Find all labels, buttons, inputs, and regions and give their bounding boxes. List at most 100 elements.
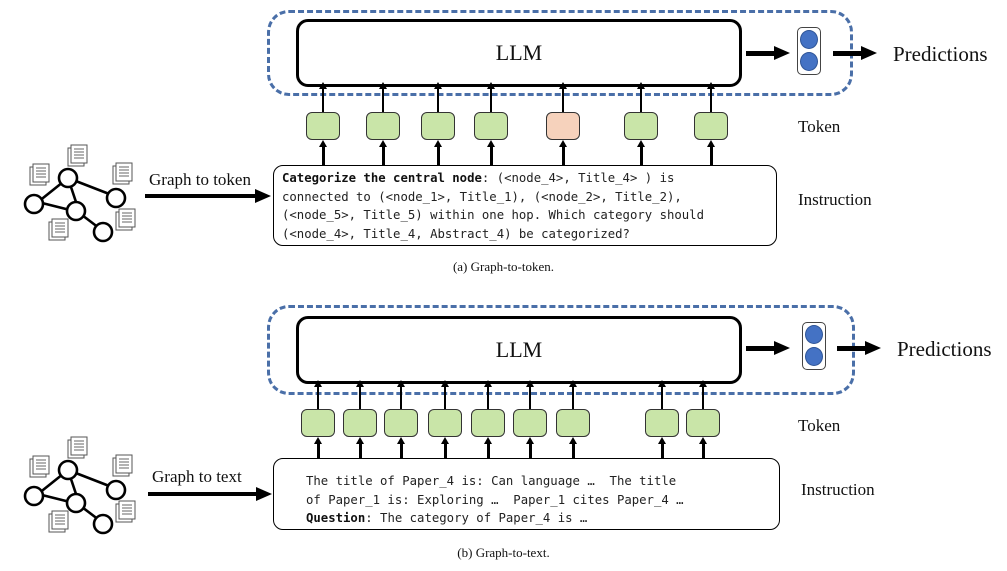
graph-to-token-label: Graph to token [149,170,251,189]
instruction-line: connected to (<node_1>, Title_1), (<node… [282,189,682,204]
arrowhead-up-icon [356,437,364,444]
instruction-box: The title of Paper_4 is: Can language … … [273,458,780,530]
instruction-bold-prefix: Categorize the central node [282,171,482,185]
arrowhead-up-icon [356,380,364,387]
instruction-line: The title of Paper_4 is: Can language … … [306,474,677,488]
instruction-box: Categorize the central node: (<node_4>, … [273,165,777,246]
caption-b: (b) Graph-to-text. [457,545,550,560]
central-node-token [546,112,580,140]
llm-block: LLM [296,19,742,87]
output-dot-icon [804,325,823,344]
token-row-label: Token [798,416,841,435]
arrowhead-up-icon [559,82,567,89]
instruction-to-token-arrow [561,147,565,172]
token [301,409,335,437]
arrowhead-up-icon [379,140,387,147]
token [686,409,720,437]
token-to-llm-arrow [529,386,531,409]
token [645,409,679,437]
arrowhead-up-icon [397,380,405,387]
output-dot-icon [799,30,818,49]
instruction-row-label: Instruction [801,480,875,499]
arrowhead-up-icon [314,380,322,387]
token-to-llm-arrow [444,386,446,409]
instruction-line: : The category of Paper_4 is … [365,511,588,525]
arrowhead-up-icon [484,437,492,444]
arrowhead-up-icon [441,380,449,387]
token [694,112,728,140]
arrowhead-up-icon [699,437,707,444]
predictions-label: Predictions [893,42,988,66]
instruction-to-token-arrow [701,444,705,466]
predictions-arrow [833,51,863,56]
arrowhead-right-icon [861,46,877,60]
llm-label: LLM [495,40,543,65]
arrowhead-up-icon [434,140,442,147]
predictions-label: Predictions [897,337,992,361]
arrowhead-up-icon [487,82,495,89]
predictions-arrow [837,346,867,351]
arrowhead-up-icon [707,82,715,89]
instruction-to-token-arrow [489,147,493,172]
output-dot-icon [804,347,823,366]
arrowhead-right-icon [256,487,272,501]
token-to-llm-arrow [710,88,712,112]
arrowhead-right-icon [774,46,790,60]
arrowhead-up-icon [319,140,327,147]
arrowhead-up-icon [379,82,387,89]
token-to-llm-arrow [400,386,402,409]
arrowhead-up-icon [699,380,707,387]
llm-output-arrow [746,346,776,351]
graph-with-documents-icon [23,144,136,243]
arrowhead-right-icon [774,341,790,355]
output-prediction-node [802,322,826,370]
llm-output-arrow [746,51,776,56]
arrowhead-up-icon [319,82,327,89]
arrowhead-up-icon [658,380,666,387]
token [513,409,547,437]
graph-to-text-arrow [148,492,258,496]
arrowhead-up-icon [637,140,645,147]
arrowhead-up-icon [526,380,534,387]
token [343,409,377,437]
token-to-llm-arrow [490,88,492,112]
arrowhead-right-icon [865,341,881,355]
graph-to-text-label: Graph to text [152,467,242,486]
token [366,112,400,140]
token-row-label: Token [798,117,841,136]
token [471,409,505,437]
arrowhead-up-icon [707,140,715,147]
token-to-llm-arrow [437,88,439,112]
arrowhead-up-icon [658,437,666,444]
arrowhead-up-icon [487,140,495,147]
arrowhead-up-icon [569,380,577,387]
instruction-line: (<node_4>, Title_4, Abstract_4) be categ… [282,226,630,241]
instruction-to-token-arrow [358,444,362,466]
instruction-line: : (<node_4>, Title_4> ) is [481,171,675,185]
arrowhead-up-icon [397,437,405,444]
token-to-llm-arrow [359,386,361,409]
instruction-to-token-arrow [321,147,325,172]
arrowhead-up-icon [569,437,577,444]
token-to-llm-arrow [702,386,704,409]
instruction-row-label: Instruction [798,190,872,209]
instruction-to-token-arrow [639,147,643,172]
token [624,112,658,140]
arrowhead-up-icon [441,437,449,444]
instruction-to-token-arrow [660,444,664,466]
instruction-to-token-arrow [399,444,403,466]
instruction-to-token-arrow [571,444,575,466]
arrowhead-up-icon [559,140,567,147]
output-dot-icon [799,52,818,71]
arrowhead-up-icon [314,437,322,444]
token [421,112,455,140]
token-to-llm-arrow [562,88,564,112]
caption-a: (a) Graph-to-token. [452,259,555,274]
token-to-llm-arrow [572,386,574,409]
arrowhead-up-icon [637,82,645,89]
token [384,409,418,437]
token-to-llm-arrow [487,386,489,409]
arrowhead-up-icon [526,437,534,444]
instruction-line: (<node_5>, Title_5) within one hop. Whic… [282,208,704,222]
instruction-line: of Paper_1 is: Exploring … Paper_1 cites… [306,492,684,507]
